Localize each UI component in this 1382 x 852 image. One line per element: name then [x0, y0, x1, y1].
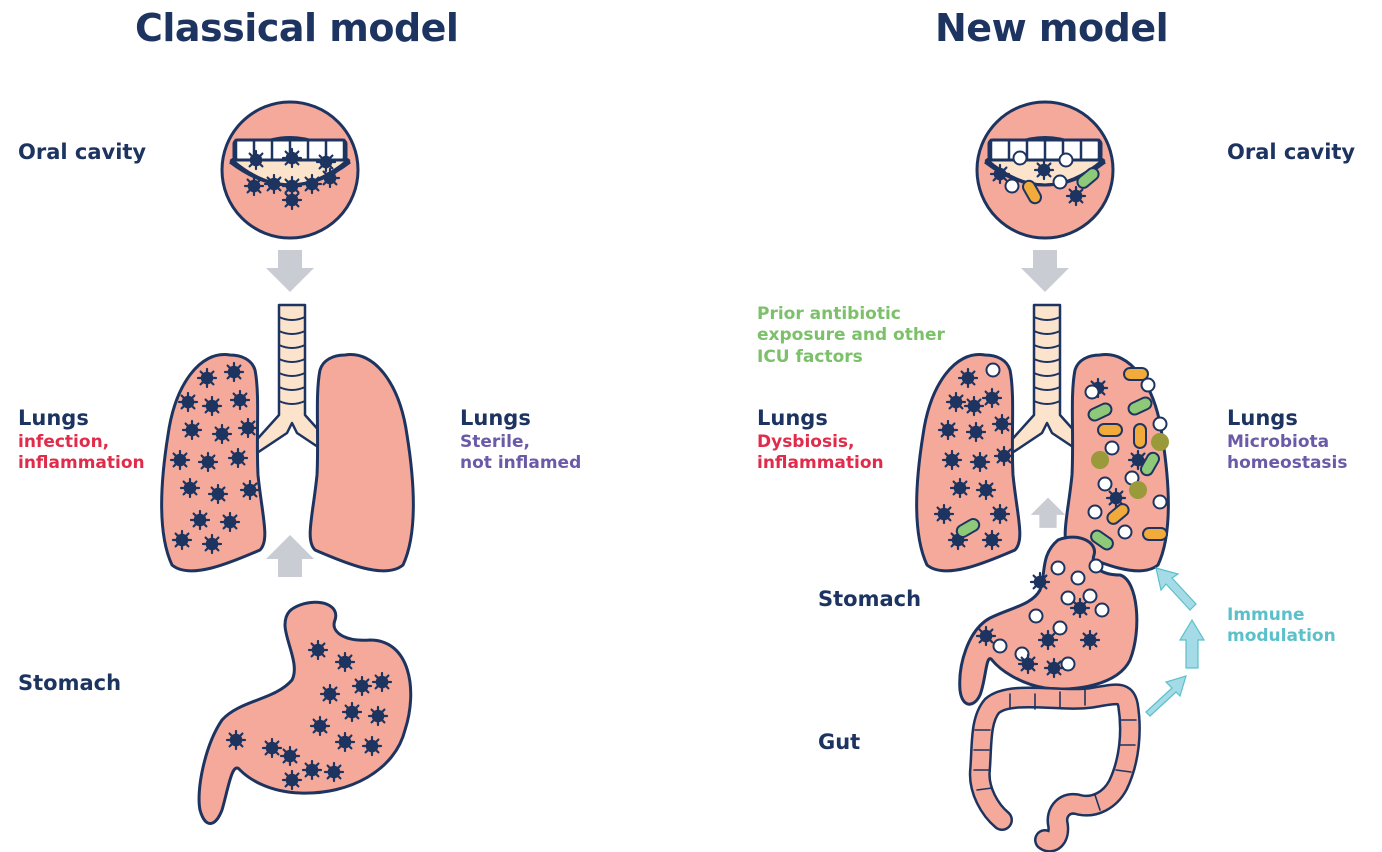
gut-icon [974, 690, 1136, 842]
classical-arrow-down [266, 250, 314, 292]
classical-mouth-icon [222, 102, 358, 238]
new-arrow-up [1031, 498, 1066, 528]
classical-arrow-up [266, 535, 314, 577]
classical-right-lung-icon [310, 355, 413, 571]
new-arrow-down [1021, 250, 1069, 292]
immune-modulation-arrows [1146, 568, 1204, 716]
